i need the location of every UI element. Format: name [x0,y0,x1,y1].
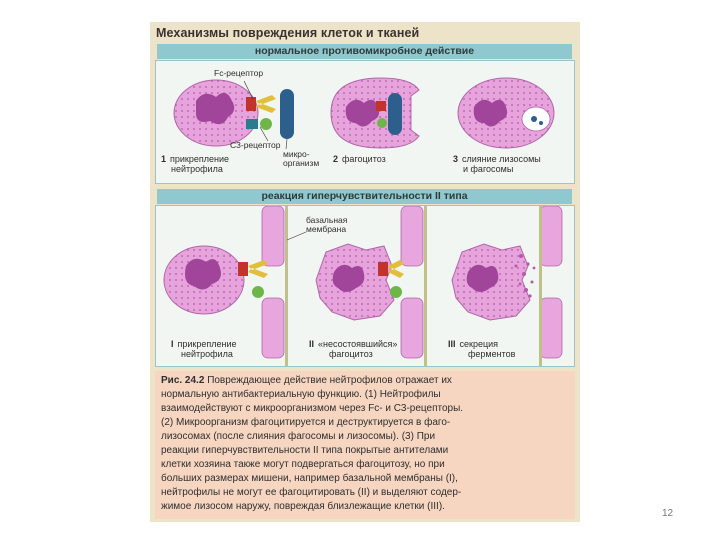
basal-membrane-leader [286,231,307,241]
caption-line-1: Рис. 24.2 Повреждающее действие нейтрофи… [161,375,452,386]
panel-normal-antimicrobial: Fc-рецептор C3-рецептор микро- организм [155,60,575,184]
slide-title: Механизмы повреждения клеток и тканей [156,26,420,40]
basal-membrane-middle [400,206,427,366]
caption-line-8: больших размерах мишени, например базаль… [161,473,458,484]
panel-top-illustration [173,77,555,150]
basal-membrane-left [261,206,288,366]
step-i-label-line2: нейтрофила [181,349,233,359]
step-iii-label-line2: ферментов [468,349,516,359]
caption-line-7: клетки хозяина также могут подвергаться … [161,459,445,470]
page-number: 12 [662,508,674,519]
panel-bottom-illustration [163,206,563,366]
basal-membrane-right [539,206,563,366]
neutrophil-cell-step-iii [451,243,536,321]
c3-receptor-leader [259,126,269,142]
microorganism-label-line1: микро- [283,149,310,159]
panel-hypersensitivity-type2: базальная мембрана [155,205,575,367]
microorganism-label-line2: организм [283,158,320,168]
step-ii-label-line2: фагоцитоз [329,349,373,359]
fc-receptor-step1 [246,95,276,113]
step-1-label-line2: нейтрофила [171,164,223,174]
neutrophil-cell-step-i [163,245,268,315]
neutrophil-cell-step3 [457,77,555,149]
panel-top-header: нормальное противомикробное действие [157,44,572,59]
fc-receptor-leader [243,80,254,100]
neutrophil-cell-step2 [330,77,420,149]
phagocytosed-microorganism [376,93,402,135]
figure-caption-box [155,371,575,519]
fc-receptor-label: Fc-рецептор [214,68,264,78]
panel-bottom-header: реакция гиперчувствительности II типа [157,189,572,204]
secreted-enzymes [514,254,536,298]
caption-line-5: лизосомах (после слияния фагосомы и лизо… [161,431,436,442]
neutrophil-cell-step-ii [315,243,404,321]
caption-line-2: нормальную антибактериальную функцию. (1… [161,389,441,400]
caption-line-6: реакции гиперчувствительности II типа по… [161,445,449,456]
caption-line-4: (2) Микроорганизм фагоцитируется и дестр… [161,417,451,428]
c3-receptor-label: C3-рецептор [230,140,281,150]
caption-line-9: нейтрофилы не могут ее фагоцитировать (I… [161,487,462,498]
basal-membrane-label-line2: мембрана [306,224,347,234]
microorganism-leader [285,138,288,150]
figure-label: Рис. 24.2 [161,375,205,386]
microorganism-step1 [280,89,294,139]
caption-line-10: жимое лизосом наружу, повреждая близлежа… [161,501,445,512]
neutrophil-cell-step1 [173,79,259,147]
step-ii-label: II«несостоявшийся» [309,339,398,349]
c3-receptor-step1 [246,118,272,130]
step-3-label-line2: и фагосомы [463,164,514,174]
basal-membrane-label-line1: базальная [306,215,348,225]
caption-line-3: взаимодействуют с микроорганизмом через … [161,403,464,414]
